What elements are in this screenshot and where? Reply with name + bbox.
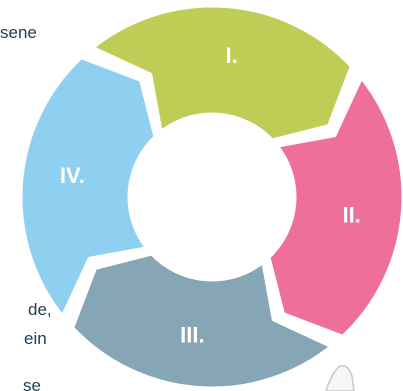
cycle-segment-label-4: IV. [60, 163, 85, 188]
text-fragment-bottom-1: de, [28, 300, 52, 319]
figure-edge-decoration [325, 364, 355, 391]
text-fragment-bottom-3: se [23, 376, 41, 391]
cycle-center [130, 115, 294, 279]
text-fragment-bottom-2: ein [24, 329, 47, 348]
cycle-segment-label-3: III. [180, 322, 204, 347]
text-fragment-top: sene [0, 23, 37, 42]
cycle-segment-label-1: I. [226, 43, 238, 68]
cycle-segment-label-2: II. [342, 202, 360, 227]
